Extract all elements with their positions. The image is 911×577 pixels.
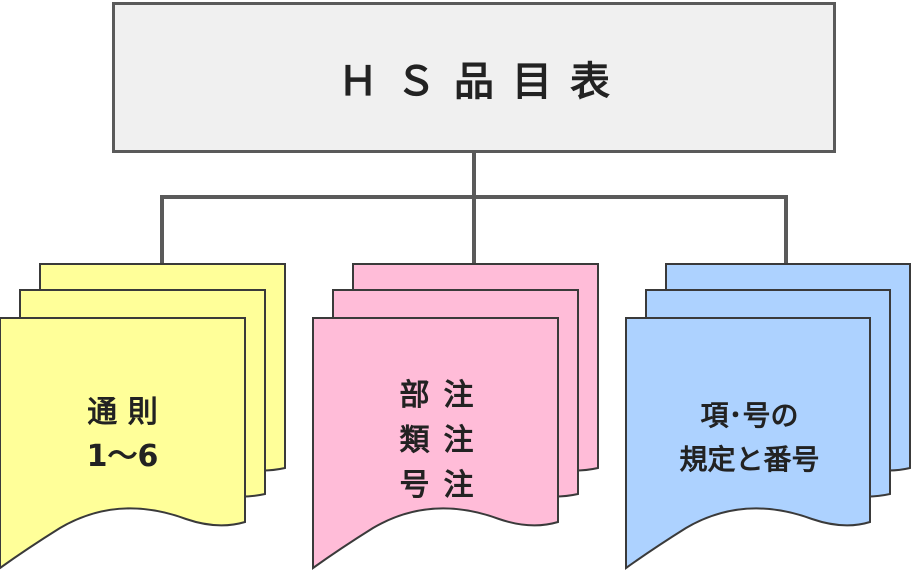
doc-label-line: 規定と番号 — [679, 443, 820, 476]
doc-label-line: 1〜6 — [86, 439, 159, 474]
doc-label-headings: 項･号の 規定と番号 — [627, 388, 872, 488]
doc-stack-general-rules — [0, 263, 286, 570]
doc-label-line: 項･号の — [700, 399, 799, 432]
doc-label-line: 類注 — [399, 422, 488, 458]
doc-stack-headings — [625, 263, 911, 570]
doc-sheet-front — [312, 317, 559, 570]
doc-sheet-front — [625, 317, 871, 570]
doc-sheet-front — [0, 317, 246, 570]
doc-label-line: 部注 — [399, 377, 488, 413]
root-box: ＨＳ品目表 — [112, 2, 836, 153]
doc-stack-notes — [312, 263, 599, 570]
doc-label-line: 号注 — [399, 467, 488, 503]
doc-label-notes: 部注 類注 号注 — [314, 370, 559, 510]
doc-label-line: 通 則 — [87, 395, 158, 430]
root-title: ＨＳ品目表 — [338, 58, 628, 105]
doc-label-general-rules: 通 則 1〜6 — [0, 380, 245, 490]
